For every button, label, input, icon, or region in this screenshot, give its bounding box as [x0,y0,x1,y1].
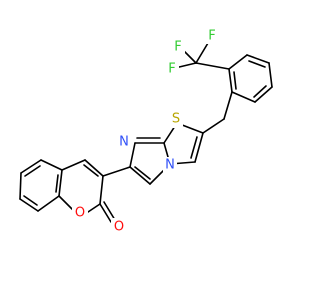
bond-c4a-c8a [58,169,63,197]
bond-ph-6 [228,68,233,93]
bond-ph-2 [246,54,270,64]
bond-c3-c4-double [83,164,99,177]
bond-ph-4 [254,86,273,103]
bond-ch2-c2 [202,118,225,134]
ring-oxygen-atom-label: O [75,206,85,221]
bond-bz-1 [40,159,63,171]
benzo-ring [19,159,63,212]
bond-ph-double-a [248,60,266,68]
bond-c2-c3 [99,175,104,205]
bond-bz-4 [19,198,39,212]
bond-c6-c5 [129,166,151,185]
bond-ph-1 [228,54,248,70]
bond-c2-c3 [194,132,204,163]
fluorine-atom-label: F [174,40,181,55]
bond-ph-3 [268,62,273,88]
bond-ph-ch2 [223,91,233,120]
bond-bz-2 [20,159,42,174]
bond-c4-c4a [61,159,86,171]
bond-bz-5 [37,195,60,212]
fluorine-atom-label: F [208,29,215,44]
bond-imidazole-coumarin [102,166,131,177]
imine-nitrogen-atom-label: N [119,135,129,150]
bond-bz-double-a [55,174,59,193]
bridgehead-nitrogen-atom-label: N [165,158,175,173]
bond-c2-c3-double [190,136,198,159]
bond-bz-double-c [23,195,38,206]
bond-c2-ocarbonyl-double [103,201,116,221]
phenyl-ring [228,54,273,103]
bond-nimine-c6 [129,142,136,168]
bond-ph-5 [231,91,256,103]
bond-ph-double-b [253,85,267,98]
bond-c2-ocarbonyl [99,203,112,223]
atom-labels: F F F S N N O O [72,28,219,235]
carbonyl-oxygen-atom-label: O [114,220,124,235]
bond-bz-3 [19,172,22,200]
fluorine-atom-label: F [168,62,175,77]
bond-ph-double-c [233,71,237,90]
molecule-structure: F F F S N N O O [19,28,273,235]
bond-cf3-ring [195,62,230,70]
bond-c6-c5-double [134,166,151,180]
bond-c3-c4 [84,159,104,177]
structure-canvas: F F F S N N O O [19,28,273,235]
bond-bz-double-b [24,165,41,177]
imidazole-ring [129,137,171,185]
sulfur-atom-label: S [172,112,180,127]
